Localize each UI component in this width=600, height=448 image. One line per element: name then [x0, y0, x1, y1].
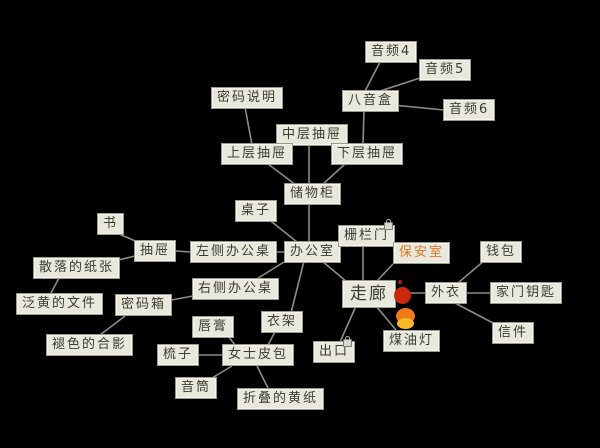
- node-coat[interactable]: 外衣: [425, 282, 468, 304]
- node-house-key[interactable]: 家门钥匙: [490, 282, 563, 304]
- node-office[interactable]: 办公室: [284, 241, 342, 263]
- node-left-desk[interactable]: 左侧办公桌: [190, 241, 278, 263]
- node-coat-rack[interactable]: 衣架: [261, 311, 304, 333]
- node-handbag[interactable]: 女士皮包: [222, 344, 295, 366]
- node-folded-paper[interactable]: 折叠的黄纸: [237, 388, 325, 410]
- node-drawer[interactable]: 抽屉: [134, 240, 177, 262]
- node-comb[interactable]: 梳子: [157, 344, 200, 366]
- node-faded-photo[interactable]: 褪色的合影: [46, 334, 134, 356]
- node-audio4[interactable]: 音频4: [365, 41, 418, 63]
- node-kerosene-lamp[interactable]: 煤油灯: [383, 330, 441, 352]
- node-audio6[interactable]: 音频6: [443, 99, 496, 121]
- node-yellowed-docs[interactable]: 泛黄的文件: [16, 293, 104, 315]
- node-middle-drawer[interactable]: 中层抽屉: [276, 124, 349, 146]
- node-cabinet[interactable]: 储物柜: [284, 183, 342, 205]
- node-corridor[interactable]: 走廊: [342, 280, 396, 308]
- node-right-desk[interactable]: 右侧办公桌: [192, 278, 280, 300]
- node-fence-door[interactable]: 栅栏门: [338, 225, 396, 247]
- node-music-box[interactable]: 八音盒: [342, 90, 400, 112]
- node-scattered-papers[interactable]: 散落的纸张: [33, 257, 121, 279]
- node-wallet[interactable]: 钱包: [480, 241, 523, 263]
- lock-icon: [343, 336, 352, 347]
- node-security-room[interactable]: 保安室: [393, 242, 451, 264]
- node-book[interactable]: 书: [97, 213, 125, 235]
- node-lower-drawer[interactable]: 下层抽屉: [331, 143, 404, 165]
- node-desk[interactable]: 桌子: [235, 200, 278, 222]
- node-password-note[interactable]: 密码说明: [211, 87, 284, 109]
- node-letter[interactable]: 信件: [492, 322, 535, 344]
- node-audio5[interactable]: 音频5: [419, 59, 472, 81]
- node-safe[interactable]: 密码箱: [115, 294, 173, 316]
- node-pitch-pipe[interactable]: 音筒: [175, 377, 218, 399]
- node-lipstick[interactable]: 唇膏: [192, 316, 235, 338]
- lock-icon: [384, 219, 393, 230]
- node-upper-drawer[interactable]: 上层抽屉: [221, 143, 294, 165]
